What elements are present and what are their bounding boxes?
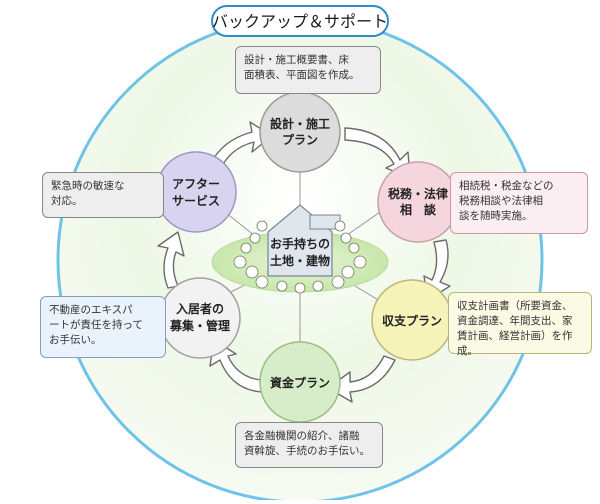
note-tax-line1: 相続税・税金などの <box>459 180 554 192</box>
node-design-label-2: プラン <box>282 132 318 147</box>
title-pill <box>211 5 389 37</box>
note-tax: 相続税・税金などの 税務相談や法律相 談を随時実施。 <box>450 172 588 234</box>
note-tenant-line1: 不動産のエキスパ <box>49 304 133 316</box>
node-tax-label-2: 相 談 <box>400 202 437 217</box>
note-tenant: 不動産のエキスパ ートが責任を持って お手伝い。 <box>40 296 166 358</box>
note-income-line2: 資金調達、年間支出、家 <box>457 315 573 327</box>
node-tenant-label-1: 入居者の <box>176 301 224 316</box>
note-income-line1: 収支計画書（所要資金、 <box>457 300 573 312</box>
node-tenant: 入居者の 募集・管理 <box>159 277 241 359</box>
arrow-tenant-to-after-icon <box>157 231 185 289</box>
center-label-line2: 土地・建物 <box>270 253 330 268</box>
center-label-line1: お手持ちの <box>270 236 330 251</box>
node-tenant-circle <box>159 277 241 359</box>
note-tenant-line3: お手伝い。 <box>49 334 102 346</box>
node-tenant-label-2: 募集・管理 <box>169 318 230 333</box>
note-income: 収支計画書（所要資金、 資金調達、年間支出、家 賃計画、経営計画）を作成。 <box>448 292 592 357</box>
node-funding: 資金プラン <box>259 341 341 423</box>
note-funding-line1: 各金融機関の紹介、諸融 <box>244 430 360 442</box>
note-tax-line3: 談を随時実施。 <box>459 210 533 222</box>
note-funding: 各金融機関の紹介、諸融 資斡旋、手続のお手伝い。 <box>235 422 383 468</box>
page-title: バックアップ＆サポート <box>212 12 388 31</box>
title-banner: バックアップ＆サポート <box>211 5 389 37</box>
note-after-line2: 対応。 <box>51 195 83 207</box>
node-design-label-1: 設計・施工 <box>270 116 330 131</box>
note-after-line1: 緊急時の敏速な <box>51 180 125 192</box>
node-after-label-2: サービス <box>172 193 220 208</box>
node-tax-label-1: 税務・法律 <box>388 186 448 201</box>
node-after-label-1: アフター <box>172 177 220 191</box>
note-tax-line2: 税務相談や法律相 <box>459 195 543 207</box>
node-funding-label-1: 資金プラン <box>270 375 330 390</box>
node-tax: 税務・法律 相 談 <box>377 161 459 243</box>
node-after: アフター サービス <box>155 151 237 233</box>
note-income-line3: 賃計画、経営計画）を作成。 <box>457 330 573 357</box>
node-income: 収支プラン <box>371 279 453 361</box>
node-after-circle <box>155 151 237 233</box>
node-design-circle <box>259 91 341 173</box>
center-estate: お手持ちの 土地・建物 <box>211 204 389 294</box>
note-funding-line2: 資斡旋、手続のお手伝い。 <box>244 445 370 457</box>
note-design-line2: 面積表、平面図を作成。 <box>244 69 360 81</box>
note-after: 緊急時の敏速な 対応。 <box>42 172 164 218</box>
note-design: 設計・施工概要書、床 面積表、平面図を作成。 <box>235 46 381 94</box>
node-tax-circle <box>377 161 459 243</box>
node-income-label-1: 収支プラン <box>382 313 442 328</box>
node-design: 設計・施工 プラン <box>259 91 341 173</box>
note-design-line1: 設計・施工概要書、床 <box>244 54 349 66</box>
trees-icon <box>233 220 367 294</box>
note-tenant-line2: ートが責任を持って <box>49 319 143 331</box>
